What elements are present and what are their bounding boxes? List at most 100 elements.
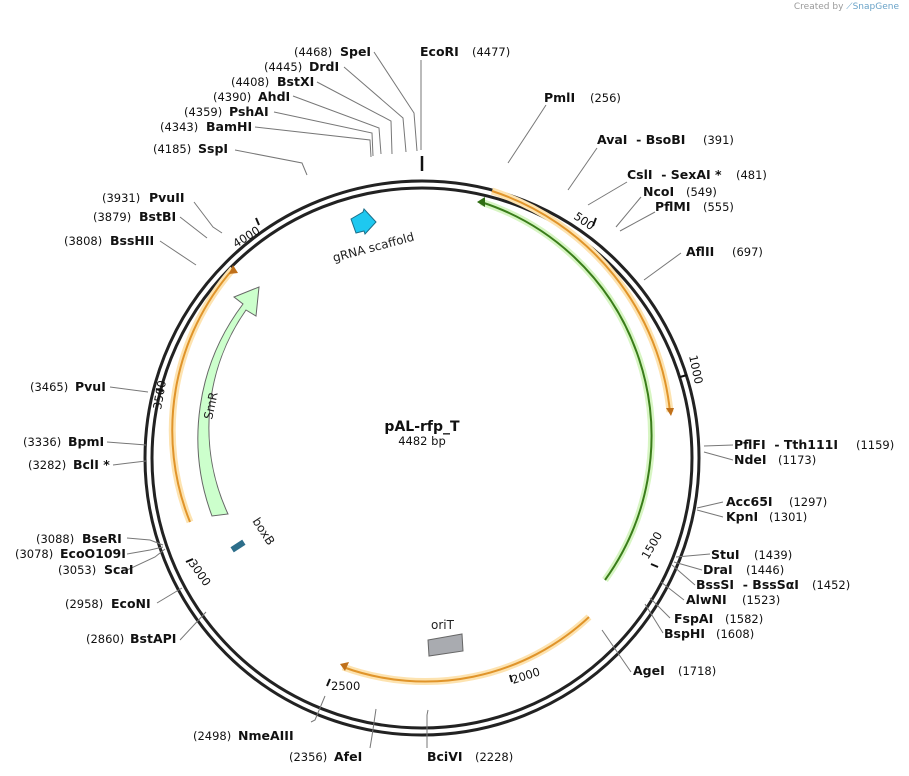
site-pos-bamhi: (4343) [160, 120, 198, 134]
tick-label-1000: 1000 [686, 354, 706, 386]
site-name-ecori: EcoRI [420, 44, 459, 59]
site-name-acc65i: Acc65I [726, 494, 773, 509]
site-pos-pvui: (3465) [30, 380, 68, 394]
orit-feature [427, 633, 464, 657]
site-name-bamhi: BamHI [206, 119, 252, 134]
site-name-avai: AvaI - BsoBI [597, 132, 685, 147]
tick-mark-2500 [326, 678, 331, 687]
tick-marks [155, 217, 688, 687]
site-pos-bcivi: (2228) [475, 750, 513, 764]
site-name-kpni: KpnI [726, 509, 758, 524]
site-pos-bcli: (3282) [28, 458, 66, 472]
site-pos-bstxi: (4408) [231, 75, 269, 89]
site-pos-nmeaiii: (2498) [193, 729, 231, 743]
grna-scaffold-arrow [350, 208, 377, 235]
site-name-bcivi: BciVI [427, 749, 463, 764]
tick-mark-3500 [155, 388, 164, 392]
site-name-scai: ScaI [104, 562, 134, 577]
site-pos-pshai: (4359) [184, 105, 222, 119]
site-name-bpmi: BpmI [68, 434, 104, 449]
site-name-econi: EcoNI [111, 596, 151, 611]
site-pos-csli: (481) [736, 168, 767, 182]
site-pos-pmli: (256) [590, 91, 621, 105]
site-name-ecoo109i: EcoO109I [60, 546, 126, 561]
site-name-afei: AfeI [334, 749, 362, 764]
site-pos-sspi: (4185) [153, 142, 191, 156]
orange-arc-bottom [340, 614, 592, 686]
site-name-pmli: PmlI [544, 90, 575, 105]
site-pos-fspai: (1582) [725, 612, 763, 626]
site-name-drdi: DrdI [309, 59, 339, 74]
tick-label-2500: 2500 [331, 679, 360, 693]
site-pos-alwni: (1523) [742, 593, 780, 607]
site-pos-pflfi: (1159) [856, 438, 894, 452]
snapgene-credit: Created by ⟋SnapGene [794, 2, 899, 12]
site-name-bstbi: BstBI [139, 209, 176, 224]
tick-label-3500: 3500 [150, 379, 169, 410]
site-pos-pflmi: (555) [703, 200, 734, 214]
smr-label: SmR [201, 391, 220, 421]
site-pos-spei: (4468) [294, 45, 332, 59]
site-pos-ncoi: (549) [686, 185, 717, 199]
site-name-spei: SpeI [340, 44, 371, 59]
backbone-outer-ring [143, 179, 701, 737]
site-name-stui: StuI [711, 547, 740, 562]
site-pos-aflii: (697) [732, 245, 763, 259]
site-name-bstxi: BstXI [277, 74, 314, 89]
site-name-bsssi: BssSI - BssSαI [696, 577, 799, 592]
grna-scaffold-label: gRNA scaffold [331, 230, 415, 265]
site-pos-pvuii: (3931) [102, 191, 140, 205]
boxb-feature [230, 539, 246, 553]
site-name-bstapi: BstAPI [130, 631, 176, 646]
site-name-csli: CslI - SexAI * [627, 167, 722, 182]
site-name-ncoi: NcoI [643, 184, 674, 199]
snapgene-logo-icon: ⟋ [846, 2, 853, 12]
site-name-ndei: NdeI [734, 452, 767, 467]
site-pos-ahdi: (4390) [213, 90, 251, 104]
tick-label-3000: 3000 [186, 557, 214, 589]
site-name-pvuii: PvuII [149, 190, 185, 205]
credit-brand: SnapGene [852, 2, 899, 12]
site-pos-avai: (391) [703, 133, 734, 147]
boxb-label: boxB [249, 515, 277, 548]
site-name-alwni: AlwNI [686, 592, 727, 607]
site-pos-afei: (2356) [289, 750, 327, 764]
site-pos-kpni: (1301) [769, 510, 807, 524]
site-pos-beri: (3088) [36, 532, 74, 546]
plasmid-length: 4482 bp [398, 434, 446, 448]
tick-mark-2000 [509, 674, 513, 683]
tick-label-1500: 1500 [638, 529, 665, 561]
orange-arc-left [168, 265, 238, 524]
orit-label: oriT [431, 618, 455, 632]
site-pos-bpmi: (3336) [23, 435, 61, 449]
tick-mark-3000 [185, 558, 194, 563]
site-name-fspai: FspAI [674, 611, 713, 626]
site-name-pflmi: PflMI [655, 199, 691, 214]
site-name-sspi: SspI [198, 141, 228, 156]
site-name-nmeaiii: NmeAIII [238, 728, 294, 743]
site-name-bcli: BclI * [73, 457, 110, 472]
tick-mark-500 [592, 217, 597, 227]
credit-prefix: Created by [793, 2, 844, 12]
backbone-inner-ring [150, 186, 694, 730]
site-pos-econi: (2958) [65, 597, 103, 611]
site-pos-ndei: (1173) [778, 453, 816, 467]
site-pos-drdi: (4445) [264, 60, 302, 74]
site-pos-stui: (1439) [754, 548, 792, 562]
site-leader-lines [106, 51, 734, 749]
site-pos-bsshii: (3808) [64, 234, 102, 248]
site-name-pshai: PshAI [229, 104, 269, 119]
site-pos-ecoo109i: (3078) [15, 547, 53, 561]
site-name-pvui: PvuI [75, 379, 106, 394]
site-name-ahdi: AhdI [258, 89, 290, 104]
site-name-bsshii: BssHII [110, 233, 154, 248]
site-pos-acc65i: (1297) [789, 495, 827, 509]
site-pos-scai: (3053) [58, 563, 96, 577]
tick-mark-1500 [650, 563, 659, 568]
site-pos-bsphi: (1608) [716, 627, 754, 641]
site-name-beri: BseRI [82, 531, 122, 546]
site-pos-bsssi: (1452) [812, 578, 850, 592]
site-name-drai: DraI [703, 562, 733, 577]
tick-label-500: 500 [571, 209, 597, 233]
site-pos-agei: (1718) [678, 664, 716, 678]
